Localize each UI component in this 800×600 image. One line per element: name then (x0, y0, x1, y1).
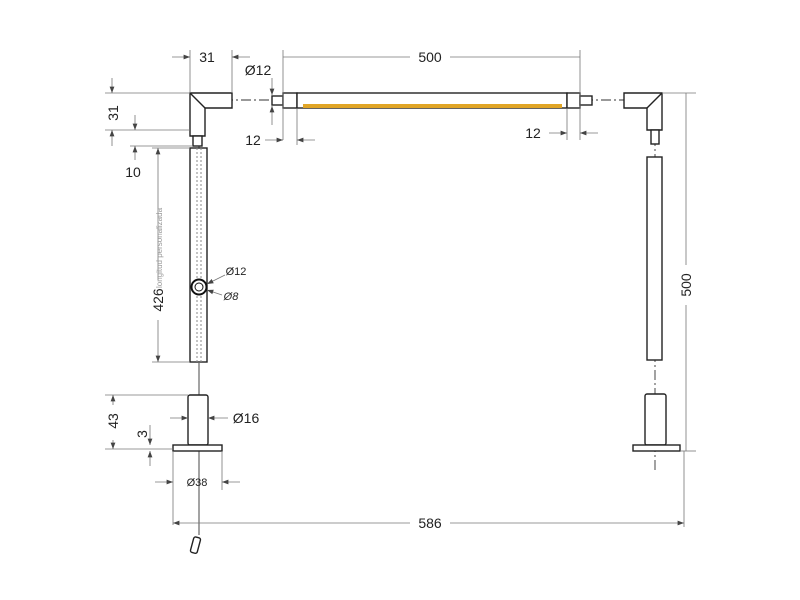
dim-elbow-height: 31 (105, 105, 121, 121)
dim-ring-inner: Ø8 (223, 291, 240, 303)
led-bar (271, 92, 593, 109)
dim-top-connector: 31 (199, 49, 215, 65)
led-strip (303, 104, 562, 108)
adjustment-ring (190, 278, 208, 296)
dim-bar-length: 500 (418, 49, 442, 65)
dim-flange-thickness: 3 (134, 430, 150, 438)
dim-stub-length: 10 (125, 164, 141, 180)
dim-right-pin: 12 (525, 125, 541, 141)
dim-base-tube-diameter: Ø16 (233, 410, 260, 426)
right-tube (646, 156, 663, 361)
cable-note: longitud personalizada (155, 207, 164, 288)
dim-base-height: 43 (105, 413, 121, 429)
dim-total-height: 500 (678, 273, 694, 297)
dimension-lines (105, 50, 696, 527)
right-ceiling-base (632, 393, 681, 452)
right-elbow-connector (623, 92, 663, 145)
left-elbow-connector (189, 92, 233, 147)
dim-left-pin: 12 (245, 132, 261, 148)
dim-total-width: 586 (418, 515, 442, 531)
left-ceiling-base (172, 394, 223, 452)
dim-ring-outer: Ø12 (226, 266, 247, 278)
dim-pin-diameter: Ø12 (245, 62, 272, 78)
cable-hanger (189, 536, 202, 555)
dim-flange-diameter: Ø38 (187, 477, 208, 489)
dim-cable-length: 426 (150, 288, 166, 312)
center-axes (198, 99, 656, 470)
left-tube (189, 147, 208, 363)
